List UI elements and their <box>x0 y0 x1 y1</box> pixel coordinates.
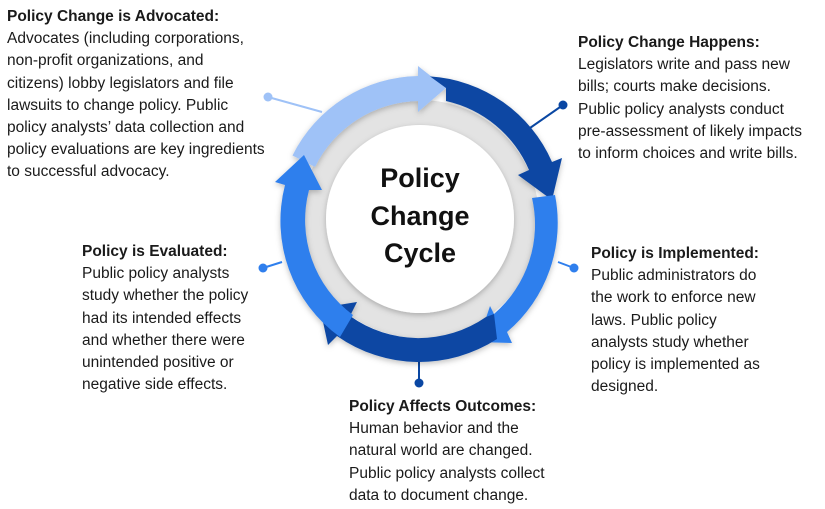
stage-advocated-body: Advocates (including corporations, non-p… <box>7 30 265 181</box>
stage-evaluated-body: Public policy analysts study whether the… <box>82 265 249 394</box>
center-title-line-2: Change <box>370 200 470 231</box>
stage-happens-title: Policy Change Happens: <box>578 34 760 51</box>
center-title-line-3: Cycle <box>383 238 457 268</box>
center-title-line-1: Policy <box>380 163 460 193</box>
arrow-outcomes-icon <box>320 302 497 363</box>
connector-implemented <box>557 261 579 273</box>
arrow-implemented-icon <box>478 195 558 343</box>
stage-happens-body: Legislators write and pass new bills; co… <box>578 56 802 163</box>
stage-outcomes-body: Human behavior and the natural world are… <box>349 420 545 504</box>
connector-evaluated <box>258 261 283 273</box>
white-center <box>326 125 514 313</box>
stage-advocated: Policy Change is Advocated: Advocates (i… <box>7 6 297 184</box>
arrow-advocated-icon <box>292 66 446 167</box>
stage-outcomes: Policy Affects Outcomes: Human behavior … <box>349 396 589 507</box>
stage-implemented-body: Public administrators do the work to enf… <box>591 267 760 396</box>
arrow-evaluated-icon <box>275 155 353 337</box>
connector-advocated <box>263 92 323 113</box>
stage-evaluated-title: Policy is Evaluated: <box>82 243 228 260</box>
stage-outcomes-title: Policy Affects Outcomes: <box>349 398 537 415</box>
stage-evaluated: Policy is Evaluated: Public policy analy… <box>82 241 272 396</box>
connector-happens <box>529 100 568 129</box>
center-title: Policy Change Cycle <box>340 160 500 273</box>
stage-advocated-title: Policy Change is Advocated: <box>7 8 220 25</box>
stage-implemented: Policy is Implemented: Public administra… <box>591 243 821 398</box>
stage-happens: Policy Change Happens: Legislators write… <box>578 32 823 165</box>
connector-outcomes <box>414 361 424 388</box>
stage-implemented-title: Policy is Implemented: <box>591 245 759 262</box>
arrow-happens-icon <box>430 76 562 200</box>
